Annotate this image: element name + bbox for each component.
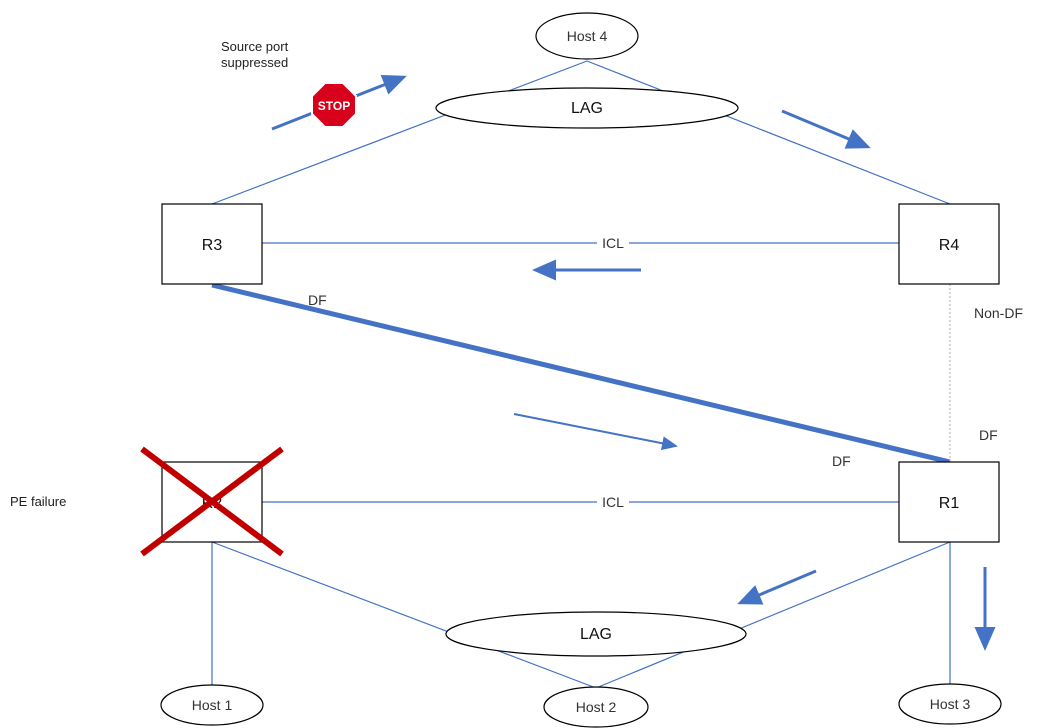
- router-r3: [161, 203, 263, 285]
- host-2-label: Host 2: [576, 699, 617, 715]
- df-label-r1-upper: DF: [979, 427, 998, 443]
- router-r3-label: R3: [202, 237, 223, 254]
- lag-bottom: [445, 611, 747, 657]
- host-1: [160, 684, 264, 726]
- icl-top-label-bg: [597, 234, 629, 252]
- link-r3-host4: [211, 60, 588, 205]
- stop-sign-icon: STOP: [311, 82, 357, 128]
- icl-top-label: ICL: [602, 235, 624, 251]
- arrow-host4-to-r4: [781, 109, 871, 149]
- icl-bottom-label-bg: [597, 493, 629, 511]
- host-2: [543, 686, 649, 728]
- link-r2-host2: [211, 541, 597, 689]
- lag-top: [435, 87, 739, 129]
- host-3: [898, 683, 1002, 725]
- link-r4-host4: [586, 60, 951, 205]
- link-r1-host2: [595, 541, 951, 689]
- pe-failure-label: PE failure: [10, 494, 66, 509]
- stop-sign-text: STOP: [318, 99, 350, 113]
- df-label-r3: DF: [308, 292, 327, 308]
- failure-x-icon: [140, 446, 284, 557]
- lag-top-label: LAG: [571, 100, 603, 117]
- router-r1-label: R1: [939, 495, 960, 512]
- source-port-label-line2: suppressed: [221, 55, 288, 70]
- router-r4: [898, 203, 1000, 285]
- host-1-label: Host 1: [192, 697, 233, 713]
- source-port-label-line1: Source port: [221, 39, 289, 54]
- router-r4-label: R4: [939, 237, 960, 254]
- arrow-r1-to-lag: [737, 569, 817, 605]
- icl-bottom-label: ICL: [602, 494, 624, 510]
- host-3-label: Host 3: [930, 696, 971, 712]
- df-link-r3-r1: [211, 282, 951, 465]
- host-4: [535, 12, 639, 60]
- host-4-label: Host 4: [567, 28, 608, 44]
- lag-bottom-label: LAG: [580, 626, 612, 643]
- non-df-label-r4: Non-DF: [974, 305, 1023, 321]
- arrow-r3-to-r1: [513, 413, 678, 451]
- df-label-r1-lower: DF: [832, 453, 851, 469]
- router-r1: [898, 461, 1000, 543]
